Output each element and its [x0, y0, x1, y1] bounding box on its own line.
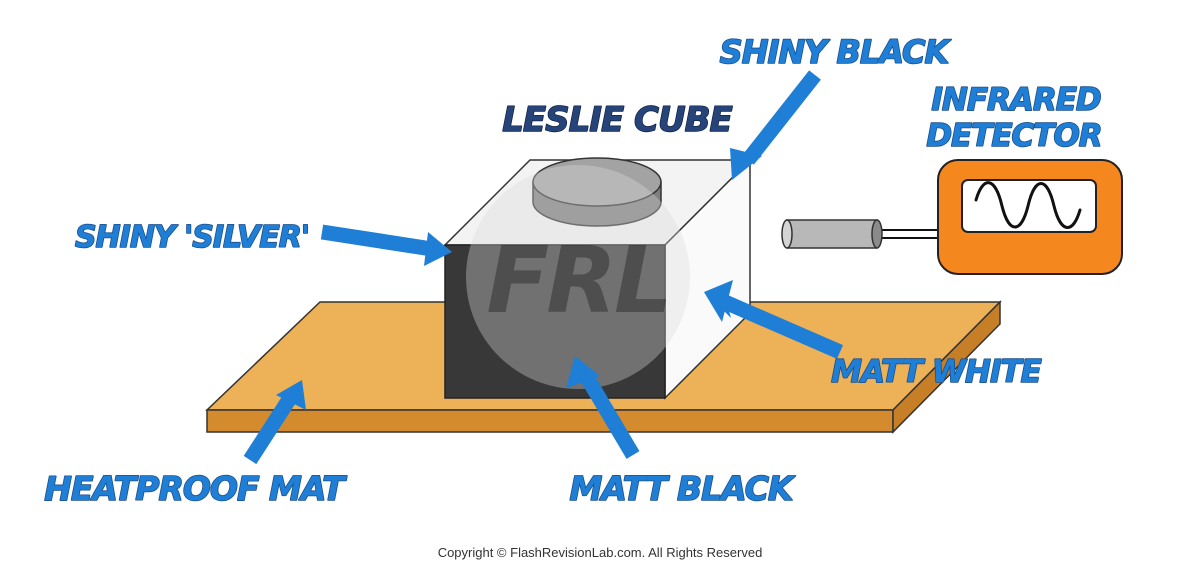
label-shiny-silver: SHINY 'SILVER' — [75, 220, 309, 255]
label-shiny-black: SHINY BLACK — [720, 33, 952, 71]
watermark-text: FRL — [486, 227, 669, 334]
cube-front-face-matt-black — [444, 244, 666, 399]
probe-body — [786, 219, 878, 249]
leslie-cube — [443, 157, 752, 400]
label-leslie-cube-title: LESLIE CUBE — [502, 100, 732, 140]
label-infrared: INFRARED — [931, 82, 1101, 118]
probe-front-cap — [781, 219, 793, 249]
label-detector: DETECTOR — [926, 118, 1101, 154]
detector-wave-trace — [974, 181, 1082, 229]
cube-lid — [532, 157, 662, 227]
mat-front-edge — [206, 409, 894, 433]
label-heatproof-mat: HEATPROOF MAT — [44, 469, 347, 508]
probe-back-cap — [871, 219, 883, 249]
arrow-matt-black — [566, 356, 640, 459]
watermark-logo: FRL — [466, 165, 690, 389]
lid-top — [532, 157, 662, 207]
arrow-shiny-black — [730, 70, 821, 180]
arrow-heatproof-mat — [243, 380, 306, 465]
detector-probe — [781, 219, 883, 249]
arrow-matt-white — [704, 280, 843, 359]
copyright-notice: Copyright © FlashRevisionLab.com. All Ri… — [438, 545, 763, 560]
mat-side-edge — [892, 300, 1001, 434]
arrow-shiny-silver — [320, 224, 452, 266]
infrared-detector-assembly — [781, 159, 1123, 275]
label-matt-black: MATT BLACK — [570, 469, 796, 508]
label-matt-white: MATT WHITE — [831, 354, 1041, 390]
pointer-arrows — [243, 70, 843, 465]
watermark-circle — [466, 165, 690, 389]
